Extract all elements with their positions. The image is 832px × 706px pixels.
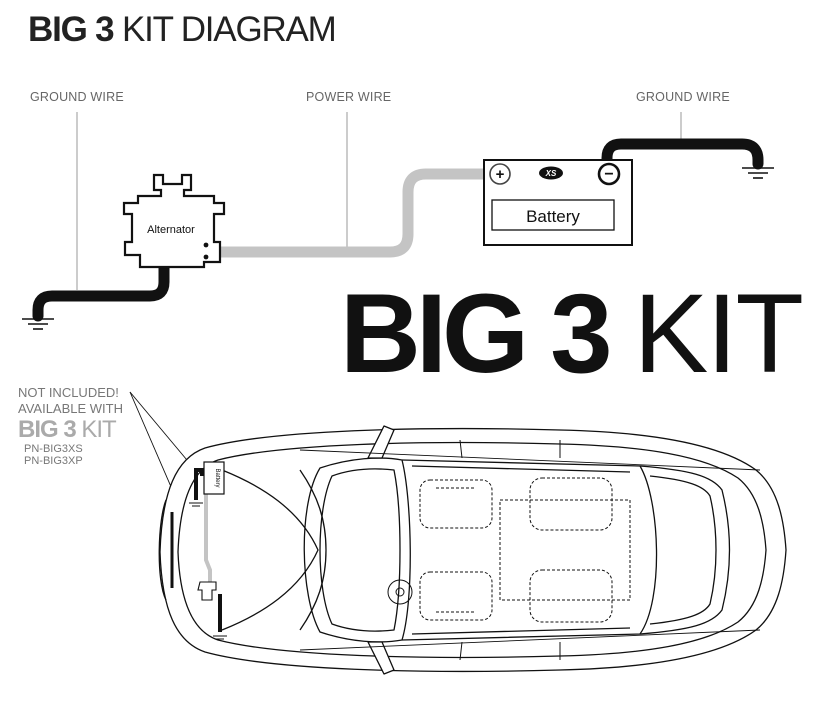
car-top-view: [158, 425, 787, 675]
alternator-label: Alternator: [147, 224, 195, 236]
note-part-number-1: PN-BIG3XS: [24, 443, 83, 455]
note-kit-light: KIT: [81, 416, 116, 443]
ground-wire-label-right: GROUND WIRE: [636, 90, 730, 104]
car-power-wire: [204, 490, 212, 582]
xs-brand-logo: [539, 166, 563, 180]
car-battery-label: Battery: [214, 468, 220, 487]
ground-wire-right: [601, 138, 764, 174]
car-ground-wire-upper: [194, 468, 204, 500]
logo-light: KIT: [633, 271, 804, 396]
xs-brand-text: XS: [545, 169, 557, 178]
note-part-number-2: PN-BIG3XP: [24, 455, 83, 467]
logo-bold: BIG 3: [340, 271, 613, 396]
car-alternator: [197, 581, 217, 601]
title-light: KIT DIAGRAM: [121, 10, 337, 49]
power-wire-label: POWER WIRE: [306, 90, 392, 104]
title-bold: BIG 3: [28, 10, 115, 49]
ground-wire-left: [32, 256, 170, 322]
car-battery: [203, 461, 225, 495]
power-wire: [214, 168, 506, 258]
note-kit-bold: BIG 3: [18, 416, 77, 443]
negative-terminal-symbol: −: [604, 166, 613, 183]
big3-kit-logo: BIG 3 KIT: [340, 278, 804, 390]
alternator: [122, 173, 226, 269]
car-engine-wiring: [189, 461, 227, 640]
note-line-1: NOT INCLUDED!: [18, 385, 119, 400]
positive-terminal-symbol: +: [496, 166, 505, 183]
battery-label: Battery: [526, 207, 580, 226]
not-included-note: NOT INCLUDED! AVAILABLE WITH BIG 3 KIT P…: [18, 385, 123, 467]
ground-symbol-left: [22, 318, 54, 330]
note-kit-name: BIG 3 KIT: [18, 417, 123, 443]
positive-terminal: [489, 163, 511, 185]
negative-terminal: [597, 162, 621, 186]
ground-wire-label-left: GROUND WIRE: [30, 90, 124, 104]
ground-symbol-right: [742, 167, 774, 179]
page-title: BIG 3 KIT DIAGRAM: [28, 10, 337, 50]
note-line-2: AVAILABLE WITH: [18, 401, 123, 416]
